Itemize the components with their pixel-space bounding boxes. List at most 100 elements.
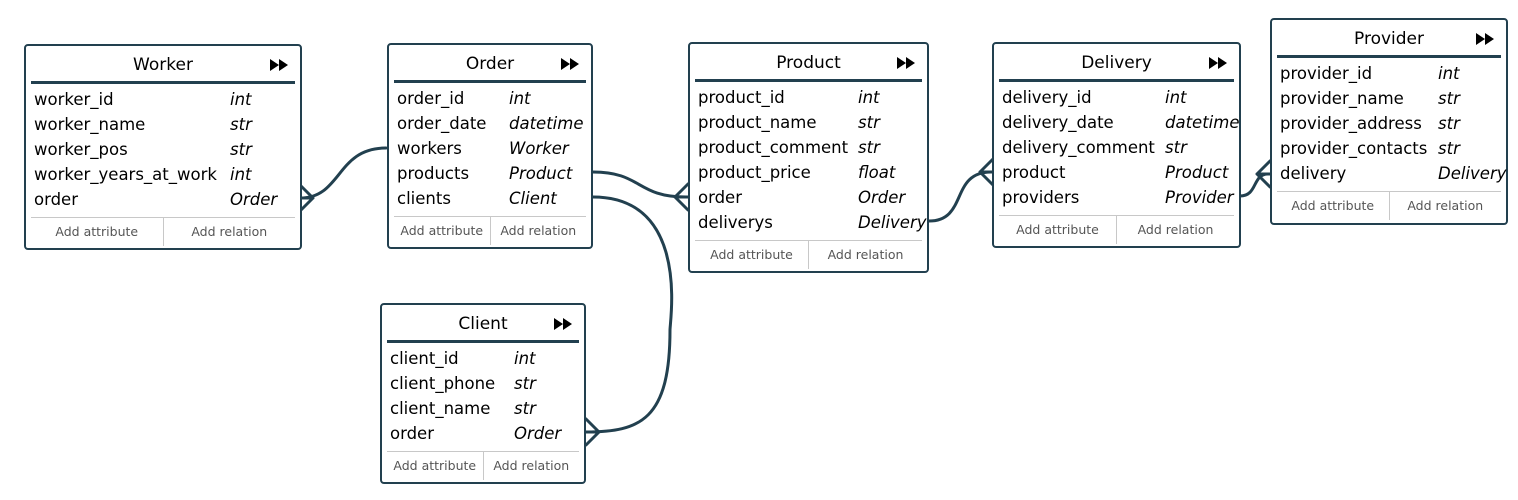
add-relation-button[interactable]: Add relation bbox=[1116, 216, 1234, 244]
entity-footer: Add attribute Add relation bbox=[1277, 191, 1501, 220]
attribute-type: str bbox=[1438, 139, 1460, 158]
attribute-type: str bbox=[230, 115, 252, 134]
attribute-name: deliverys bbox=[698, 213, 773, 232]
attribute-name: provider_name bbox=[1280, 89, 1404, 108]
relation-order-product[interactable] bbox=[591, 170, 688, 199]
relation-order-client[interactable] bbox=[584, 195, 674, 434]
entity-header: Delivery bbox=[999, 44, 1234, 82]
add-relation-button[interactable]: Add relation bbox=[1388, 192, 1502, 220]
entity-header: Provider bbox=[1277, 20, 1501, 58]
attribute-row[interactable]: provider_name str bbox=[1272, 86, 1506, 111]
attribute-type: str bbox=[1438, 89, 1460, 108]
attribute-type: Worker bbox=[509, 139, 569, 158]
attribute-type: str bbox=[230, 140, 252, 159]
attribute-type: Delivery bbox=[1438, 164, 1507, 183]
crowfoot-order-client bbox=[584, 417, 601, 447]
add-relation-button[interactable]: Add relation bbox=[808, 241, 922, 269]
attribute-name: product_id bbox=[698, 88, 785, 107]
add-relation-button[interactable]: Add relation bbox=[162, 218, 296, 246]
attribute-name: delivery_date bbox=[1002, 113, 1114, 132]
attribute-type: int bbox=[1165, 88, 1187, 107]
add-attribute-button[interactable]: Add attribute bbox=[1016, 222, 1099, 237]
attribute-type: str bbox=[514, 399, 536, 418]
relation-product-delivery[interactable] bbox=[927, 170, 993, 223]
entity-title: Worker bbox=[133, 55, 193, 75]
attribute-type: Order bbox=[514, 424, 562, 443]
attribute-name: worker_name bbox=[34, 115, 146, 134]
relation-delivery-provider[interactable] bbox=[1238, 172, 1270, 198]
crowfoot-worker-order bbox=[298, 183, 315, 213]
attribute-type: Product bbox=[1165, 163, 1229, 182]
add-attribute-button[interactable]: Add attribute bbox=[400, 223, 484, 238]
attribute-row[interactable]: product_comment str bbox=[690, 135, 927, 160]
add-attribute-button[interactable]: Add attribute bbox=[393, 458, 477, 473]
attribute-type: str bbox=[514, 374, 536, 393]
add-attribute-button[interactable]: Add attribute bbox=[1291, 198, 1375, 213]
add-attribute-button[interactable]: Add attribute bbox=[710, 247, 793, 262]
attribute-row[interactable]: delivery Delivery bbox=[1272, 161, 1507, 186]
add-relation-button[interactable]: Add relation bbox=[489, 217, 587, 245]
attribute-name: product_comment bbox=[698, 138, 849, 157]
attribute-row[interactable]: product Product bbox=[994, 160, 1239, 185]
entity-footer: Add attribute Add relation bbox=[999, 215, 1234, 244]
attribute-type: int bbox=[230, 90, 252, 109]
entity-header: Worker bbox=[31, 46, 295, 84]
attribute-name: delivery bbox=[1280, 164, 1347, 183]
attribute-name: product_price bbox=[698, 163, 811, 182]
relation-worker-order[interactable] bbox=[298, 146, 388, 200]
fast-forward-icon[interactable] bbox=[1208, 57, 1228, 69]
attribute-name: order bbox=[698, 188, 742, 207]
attribute-row[interactable]: worker_name str bbox=[26, 112, 300, 137]
attribute-name: order_date bbox=[397, 114, 487, 133]
fast-forward-icon[interactable] bbox=[560, 58, 580, 70]
add-attribute-button[interactable]: Add attribute bbox=[55, 224, 139, 239]
attribute-type: str bbox=[858, 138, 880, 157]
entity-footer: Add attribute Add relation bbox=[31, 217, 295, 246]
fast-forward-icon[interactable] bbox=[553, 318, 573, 330]
attribute-type: Client bbox=[509, 189, 557, 208]
entity-header: Client bbox=[387, 305, 579, 343]
fast-forward-icon[interactable] bbox=[269, 59, 289, 71]
attribute-type: int bbox=[1438, 64, 1460, 83]
add-relation-button[interactable]: Add relation bbox=[482, 452, 580, 480]
fast-forward-icon[interactable] bbox=[1475, 33, 1495, 45]
fast-forward-icon[interactable] bbox=[896, 57, 916, 69]
attribute-name: product bbox=[1002, 163, 1066, 182]
